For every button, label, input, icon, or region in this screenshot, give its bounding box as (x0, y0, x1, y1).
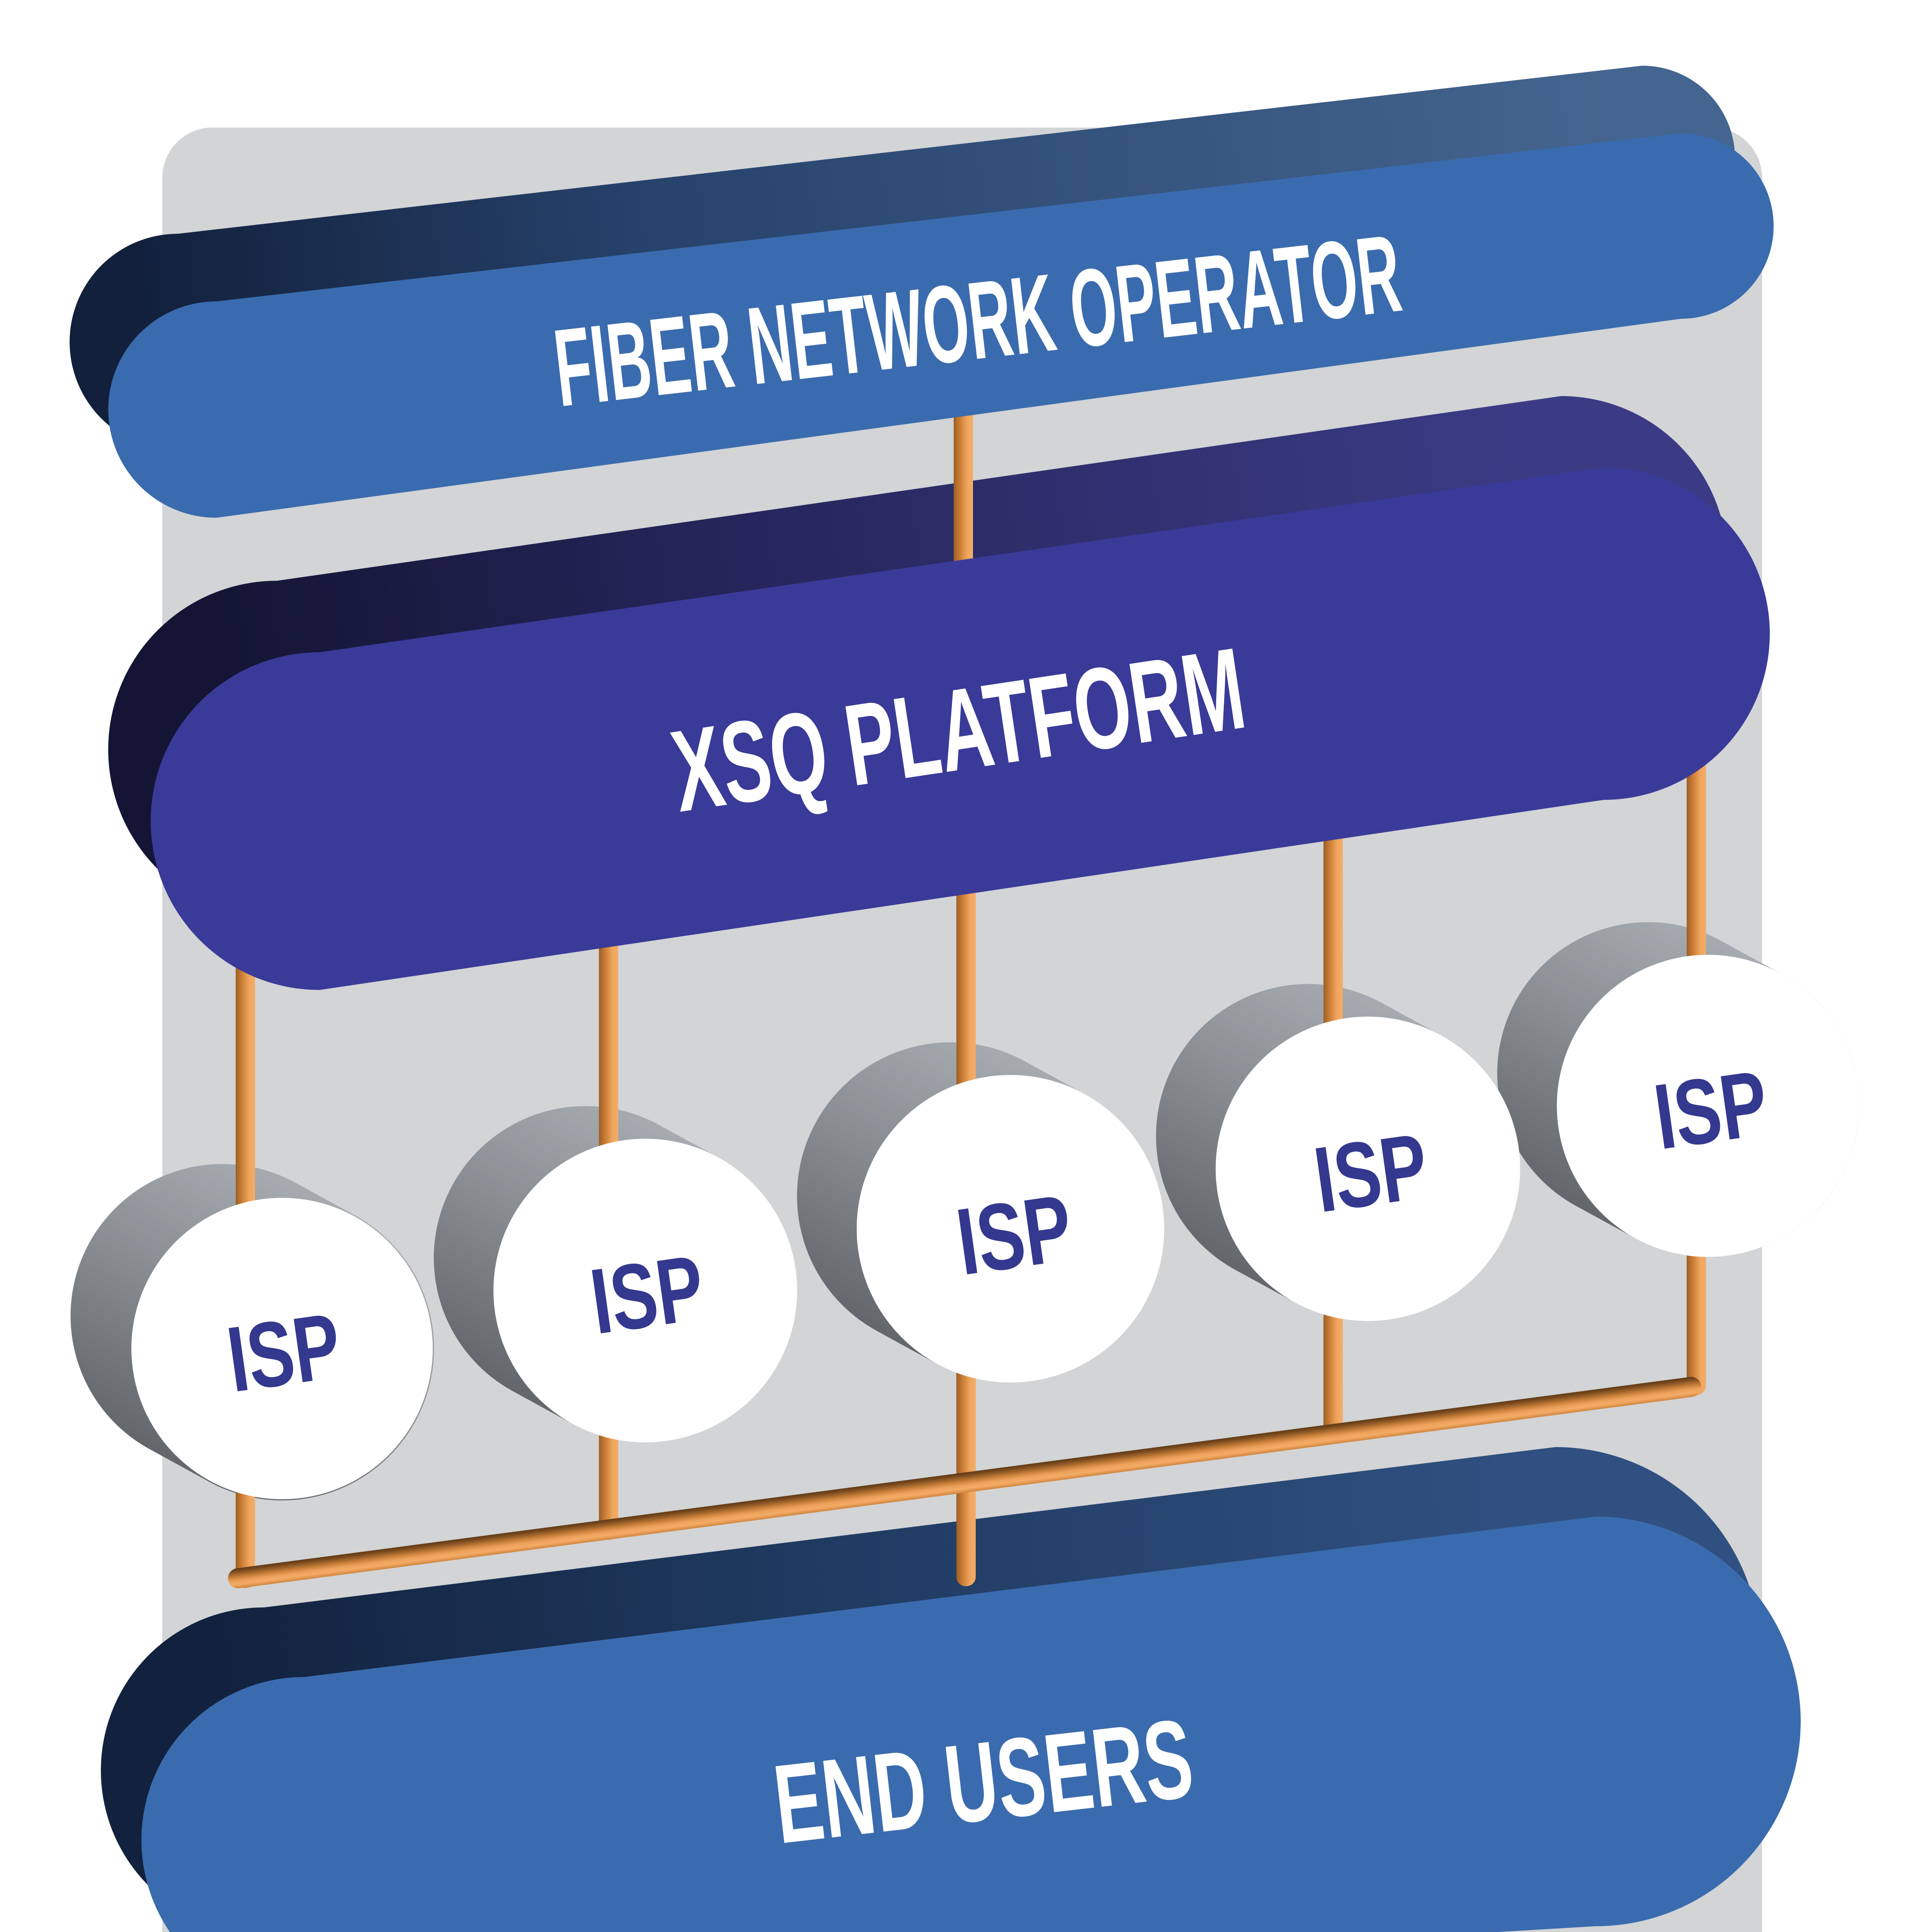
fiber-bar (108, 133, 1774, 518)
isp-disc-2 (493, 1139, 797, 1442)
end-users-bar (141, 1517, 1801, 1932)
isp-label-5: ISP (1648, 1051, 1774, 1169)
isp-node-5: ISP (1557, 955, 1859, 1257)
isp-node-4: ISP (1216, 1017, 1520, 1321)
isp-label-1: ISP (221, 1293, 347, 1412)
isp-node-1: ISP (131, 1198, 433, 1499)
isp-disc-3 (857, 1075, 1164, 1383)
isp-disc-4 (1216, 1017, 1520, 1321)
isp-node-2: ISP (493, 1139, 797, 1442)
connector-rod-horizontal (228, 1377, 1701, 1588)
isp-disc-1 (131, 1198, 433, 1499)
isp-disc-5 (1557, 955, 1859, 1257)
platform-bar (151, 468, 1770, 990)
connector-rod-top-center (954, 386, 973, 603)
isp-node-3: ISP (857, 1075, 1164, 1383)
isp-label-3: ISP (951, 1174, 1078, 1295)
isp-label-2: ISP (585, 1235, 710, 1354)
isp-label-4: ISP (1308, 1114, 1434, 1232)
